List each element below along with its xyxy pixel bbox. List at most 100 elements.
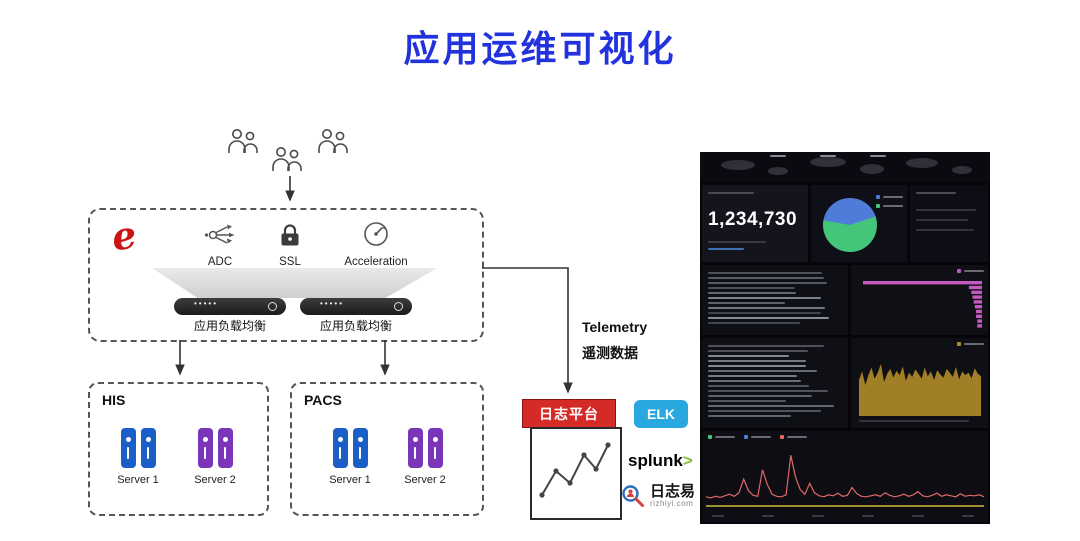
dashboard-screenshot: 1,234,730 [700,152,990,524]
tick-skeleton [812,515,824,517]
world-map-icon [721,157,972,175]
kpi-sub-skeleton [708,241,766,243]
row-skeleton [916,229,974,231]
gateway-box: e ADC SSL [88,208,484,342]
server-icon [427,428,443,468]
side-panel [910,185,988,262]
rizhiyi-name: 日志易 [650,483,696,500]
log-line-skeleton [708,370,818,372]
log-line-skeleton [708,385,810,387]
adc-icon [204,224,235,244]
log-line-skeleton [708,272,822,274]
users-group [212,122,382,186]
log-line-skeleton [708,390,829,392]
log-line-skeleton [708,360,807,362]
log-line-skeleton [708,307,825,309]
legend-item [876,195,903,199]
line-chart-panel [702,431,988,522]
log-platform-badge: 日志平台 [522,399,616,428]
log-chart-card [530,427,622,520]
feature-ssl: SSL [264,222,316,268]
log-line-skeleton [708,292,797,294]
server-icon [332,428,348,468]
row-skeleton [916,209,976,211]
log-line-skeleton [708,365,807,367]
log-line-skeleton [708,350,809,352]
legend-skeleton [715,436,735,438]
users-icon [272,147,302,171]
load-balancer-label: 应用负载均衡 [319,319,392,333]
server-group: Server 2 [185,428,245,486]
legend-item [708,435,735,439]
legend-dot [744,435,748,439]
log-line-skeleton [708,312,822,314]
log-line-skeleton [708,297,821,299]
splunk-logo: splunk> [628,451,693,471]
legend-skeleton [964,270,984,272]
log-line-skeleton [708,287,796,289]
tick-skeleton [712,515,724,517]
server-group: Server 2 [395,428,455,486]
load-balancer-appliance [174,298,286,315]
server-label: Server 1 [329,474,371,486]
server-label: Server 2 [404,474,446,486]
legend-dot [957,342,961,346]
kpi-panel: 1,234,730 [702,185,808,262]
log-line-skeleton [708,375,798,377]
log-line-skeleton [708,410,822,412]
pie-panel [811,185,907,262]
log-list-panel [702,338,848,428]
legend-skeleton [964,343,984,345]
beam-shape [152,268,437,298]
tick-skeleton [912,515,924,517]
log-line-skeleton [708,380,801,382]
bar-chart-panel [851,265,988,335]
log-line-skeleton [708,322,801,324]
server-icon [197,428,213,468]
log-line-skeleton [708,355,789,357]
log-line-skeleton [708,400,786,402]
splunk-arrow: > [682,451,693,470]
axis-skeleton [859,420,969,422]
array-logo-icon: e [108,211,140,260]
feature-acceleration: Acceleration [328,220,424,268]
acceleration-gauge-icon [364,222,388,246]
log-line-skeleton [708,345,824,347]
users-icon [318,129,348,153]
server-icon [352,428,368,468]
legend-item [957,269,984,273]
red-line-chart [706,455,984,507]
server-icon [120,428,136,468]
server-icon [140,428,156,468]
legend-item [957,342,984,346]
server-icon [407,428,423,468]
legend-item [876,204,903,208]
kpi-sub-skeleton [708,248,744,250]
cluster-pacs: PACS Server 1 Server 2 [290,382,484,516]
telemetry-en: Telemetry [582,319,648,335]
log-list-panel [702,265,848,335]
panel-header-skeleton [916,192,956,194]
cluster-his: HIS Server 1 Server 2 [88,382,269,516]
row-skeleton [916,219,968,221]
load-balancer-appliance [300,298,412,315]
ssl-lock-icon [281,224,299,246]
kpi-value: 1,234,730 [708,209,798,230]
log-line-skeleton [708,395,813,397]
server-icon [217,428,233,468]
adc-label: ADC [207,256,233,268]
server-group: Server 1 [320,428,380,486]
users-icon [228,129,258,153]
legend-dot [780,435,784,439]
feature-adc: ADC [188,222,252,268]
legend-skeleton [883,205,903,207]
rizhiyi-domain: rizhiyi.com [650,499,694,508]
log-line-skeleton [708,405,834,407]
gold-area-chart [859,363,981,416]
trend-line-icon [539,442,611,498]
legend-dot [876,195,880,199]
page-title: 应用运维可视化 [403,28,677,69]
panel-header-skeleton [708,192,754,194]
cluster-title: PACS [304,392,342,408]
elk-badge: ELK [634,400,688,428]
